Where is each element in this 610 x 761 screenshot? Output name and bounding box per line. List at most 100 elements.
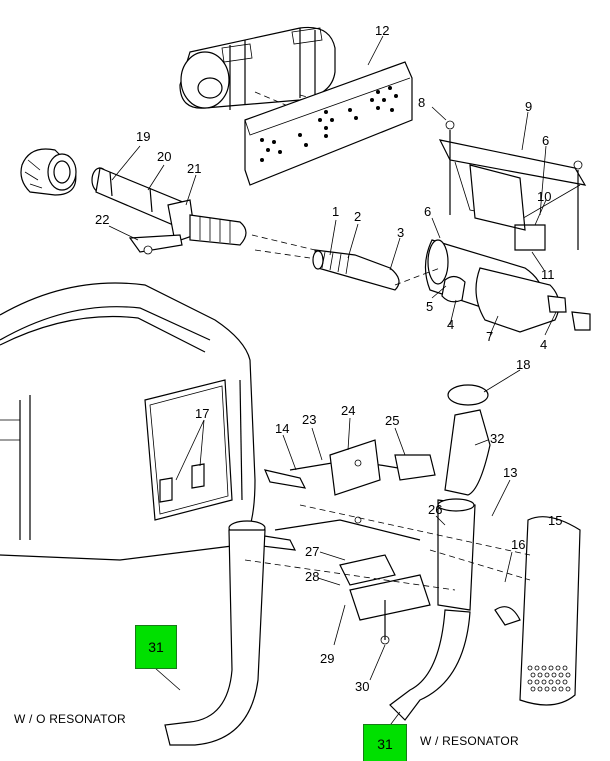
- vertical-stack-with-resonator: [389, 384, 521, 721]
- heat-shield-plate: [244, 61, 413, 186]
- callout-18: 18: [516, 357, 531, 372]
- callout-25: 25: [385, 413, 400, 428]
- perforation-dot: [330, 118, 334, 122]
- callout-24: 24: [341, 403, 356, 418]
- callout-4-right: 4: [540, 337, 548, 352]
- perforation-hole: [527, 665, 533, 671]
- perforation-hole: [558, 686, 564, 692]
- callout-6-lower: 6: [424, 204, 432, 219]
- perforation-hole: [551, 686, 557, 692]
- callout-13: 13: [503, 465, 518, 480]
- perforation-dot: [354, 116, 358, 120]
- perforation-dot: [318, 118, 322, 122]
- perforation-hole: [537, 672, 543, 678]
- shield-perforations: [260, 86, 398, 162]
- lower-brackets: [257, 439, 436, 645]
- callout-8: 8: [418, 95, 426, 110]
- callout-16: 16: [511, 537, 526, 552]
- callout-20: 20: [157, 149, 172, 164]
- callout-30: 30: [355, 679, 370, 694]
- perforation-dot: [324, 134, 328, 138]
- callout-23: 23: [302, 412, 317, 427]
- perforation-hole: [534, 665, 540, 671]
- perforation-hole: [551, 672, 557, 678]
- callout-26: 26: [428, 502, 443, 517]
- part-31-highlight-with-resonator[interactable]: 31: [363, 724, 407, 761]
- perforation-dot: [304, 143, 308, 147]
- callout-27: 27: [305, 544, 320, 559]
- callout-3: 3: [397, 225, 405, 240]
- callout-6-upper: 6: [542, 133, 550, 148]
- callout-2: 2: [354, 209, 362, 224]
- center-pipe-1-2-3: [312, 249, 400, 291]
- perforation-hole: [555, 679, 561, 685]
- callout-12: 12: [375, 23, 390, 38]
- callout-4-left: 4: [447, 317, 455, 332]
- callout-1: 1: [332, 204, 340, 219]
- perforation-hole: [541, 665, 547, 671]
- callout-28: 28: [305, 569, 320, 584]
- clamp-bracket-21-22: [128, 199, 196, 255]
- callout-21: 21: [187, 161, 202, 176]
- callout-5: 5: [426, 299, 434, 314]
- part-31-highlight-without-resonator[interactable]: 31: [135, 625, 177, 669]
- callout-17: 17: [195, 406, 210, 421]
- perforation-hole: [534, 679, 540, 685]
- perforation-hole: [537, 686, 543, 692]
- perforation-hole: [527, 679, 533, 685]
- turbo-outlet: [20, 148, 77, 196]
- resonator-assembly: [424, 224, 591, 333]
- callout-14: 14: [275, 421, 290, 436]
- routing-lines: [244, 249, 531, 591]
- perforation-hole: [544, 672, 550, 678]
- perforation-dot: [390, 108, 394, 112]
- caption-with-resonator: W / RESONATOR: [420, 734, 519, 748]
- perforation-hole: [562, 679, 568, 685]
- perforation-dot: [278, 150, 282, 154]
- perforation-dot: [376, 106, 380, 110]
- perforation-dot: [324, 110, 328, 114]
- vertical-stack-without-resonator: [164, 520, 266, 746]
- callout-15: 15: [548, 513, 563, 528]
- callout-29: 29: [320, 651, 335, 666]
- callout-10: 10: [537, 189, 552, 204]
- mounting-bracket-9: [438, 120, 587, 250]
- callout-7: 7: [486, 329, 494, 344]
- perforation-dot: [272, 140, 276, 144]
- perforation-hole: [530, 686, 536, 692]
- perforation-dot: [370, 98, 374, 102]
- perforation-hole: [565, 672, 571, 678]
- callout-9: 9: [525, 99, 533, 114]
- perforation-dot: [324, 126, 328, 130]
- perforation-hole: [548, 665, 554, 671]
- perforation-dot: [394, 94, 398, 98]
- perforation-dot: [298, 133, 302, 137]
- callout-32: 32: [490, 431, 505, 446]
- perforation-dot: [260, 138, 264, 142]
- callout-22: 22: [95, 212, 110, 227]
- perforation-hole: [530, 672, 536, 678]
- callout-19: 19: [136, 129, 151, 144]
- flex-hose-wrapped: [189, 214, 316, 251]
- perforation-hole: [558, 672, 564, 678]
- perforation-dot: [260, 158, 264, 162]
- truck-cab: [0, 282, 256, 561]
- stack-heat-shield: [519, 516, 581, 706]
- perforation-dot: [348, 108, 352, 112]
- perforation-dot: [388, 86, 392, 90]
- perforation-hole: [541, 679, 547, 685]
- perforation-hole: [555, 665, 561, 671]
- perforation-hole: [565, 686, 571, 692]
- flex-pipe-19-20: [91, 167, 191, 231]
- perforation-dot: [382, 98, 386, 102]
- perforation-dot: [376, 90, 380, 94]
- callout-11: 11: [541, 267, 555, 282]
- heat-shield-perforations: [527, 665, 571, 692]
- perforation-hole: [562, 665, 568, 671]
- caption-without-resonator: W / O RESONATOR: [14, 712, 126, 726]
- perforation-hole: [544, 686, 550, 692]
- perforation-dot: [266, 148, 270, 152]
- perforation-hole: [548, 679, 554, 685]
